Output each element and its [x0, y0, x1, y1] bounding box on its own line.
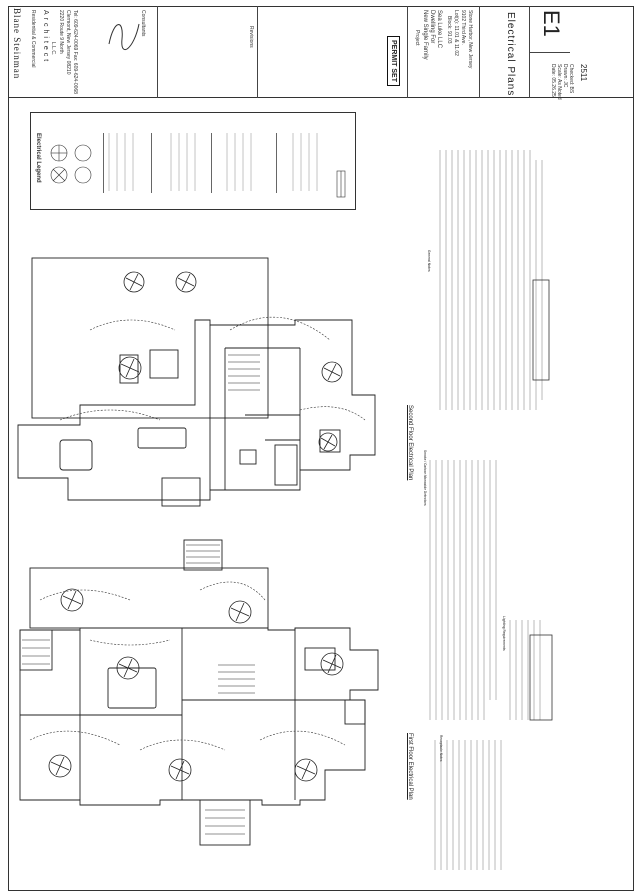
notes-callout-box-2: [532, 279, 550, 381]
title-block: Blane Steinman Residential & Commercial …: [8, 6, 634, 100]
notes-block-receptacle: [434, 740, 502, 870]
project-cell: Project New Single Family Dwelling For S…: [408, 6, 480, 98]
drawing-sheet-border: [8, 6, 634, 891]
drawing-title-cell: Electrical Plans: [480, 6, 530, 98]
firm-cell: Blane Steinman Residential & Commercial …: [8, 6, 158, 98]
switch-wiring: [29, 316, 366, 751]
second-floor-deck: [31, 257, 269, 419]
notes-block-lighting: [509, 620, 541, 720]
revisions-cell: Revisions: [158, 6, 258, 98]
electrical-legend: Electrical Legend: [30, 112, 356, 210]
architect-signature: [108, 23, 140, 51]
second-floor-outline: [17, 319, 376, 501]
permit-cell: PERMIT SET: [258, 6, 408, 98]
ceiling-fan-icons: [48, 271, 344, 782]
notes-block-general: [439, 150, 543, 410]
notes-callout-box: [529, 634, 553, 721]
notes-block-smoke: [429, 460, 497, 720]
sheet-info-cell: [530, 52, 570, 98]
legend-symbols: [50, 133, 346, 198]
